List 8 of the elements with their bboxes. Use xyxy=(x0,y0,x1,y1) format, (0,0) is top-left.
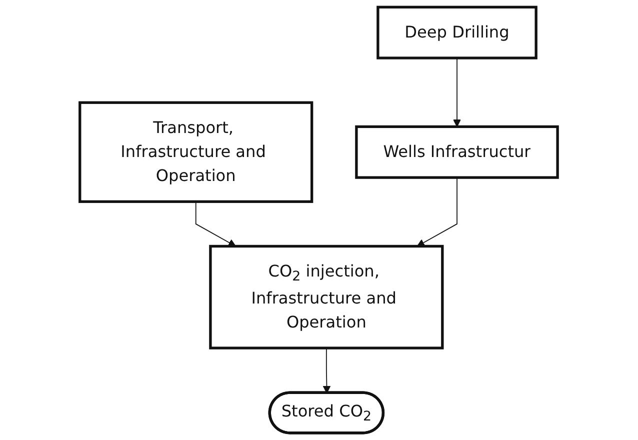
arrow xyxy=(323,348,331,394)
node-box: CO$_{2}$ injection, Infrastructure and Operation xyxy=(209,244,444,350)
arrow xyxy=(453,58,462,128)
node-box: Deep Drilling xyxy=(376,6,538,60)
node-box: Transport, Infrastructure and Operation xyxy=(78,101,314,203)
node-box: Wells Infrastructur xyxy=(355,125,560,179)
arrow xyxy=(417,177,458,247)
arrow xyxy=(196,201,236,247)
